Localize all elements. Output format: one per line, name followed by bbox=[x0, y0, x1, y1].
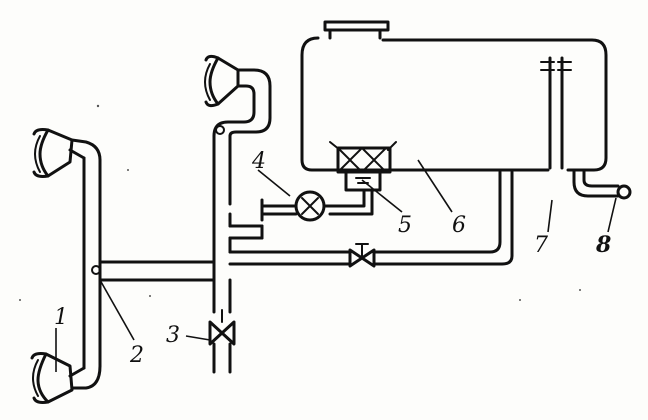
drain-valve bbox=[208, 309, 236, 374]
left-vertical-pipe bbox=[68, 138, 102, 390]
callouts bbox=[55, 159, 617, 372]
label-2: 2 bbox=[129, 343, 144, 368]
label-1: 1 bbox=[54, 305, 68, 330]
leader-7 bbox=[547, 199, 553, 233]
tank bbox=[300, 20, 608, 172]
scan-specks bbox=[19, 104, 581, 301]
lower-left-horn bbox=[30, 352, 74, 404]
leader-5 bbox=[361, 179, 403, 213]
pump bbox=[260, 188, 374, 222]
label-8: 8 bbox=[595, 232, 611, 258]
tank-drain-pipe bbox=[372, 170, 514, 266]
tank-valve bbox=[348, 243, 376, 268]
leader-4 bbox=[257, 169, 291, 197]
vertical-riser bbox=[212, 68, 272, 314]
label-3: 3 bbox=[166, 323, 180, 348]
vent-pipe bbox=[540, 56, 572, 170]
leader-8 bbox=[607, 197, 617, 233]
filter bbox=[329, 141, 397, 192]
label-6: 6 bbox=[452, 213, 466, 238]
label-7: 7 bbox=[534, 233, 548, 258]
leader-6 bbox=[417, 159, 453, 213]
label-5: 5 bbox=[398, 213, 412, 238]
upper-horn bbox=[204, 54, 240, 108]
leader-2 bbox=[99, 279, 135, 341]
leader-3 bbox=[185, 335, 211, 341]
upper-left-horn bbox=[32, 128, 74, 178]
manifold bbox=[98, 224, 352, 282]
outlet-fitting bbox=[572, 168, 632, 200]
label-4: 4 bbox=[251, 149, 266, 174]
